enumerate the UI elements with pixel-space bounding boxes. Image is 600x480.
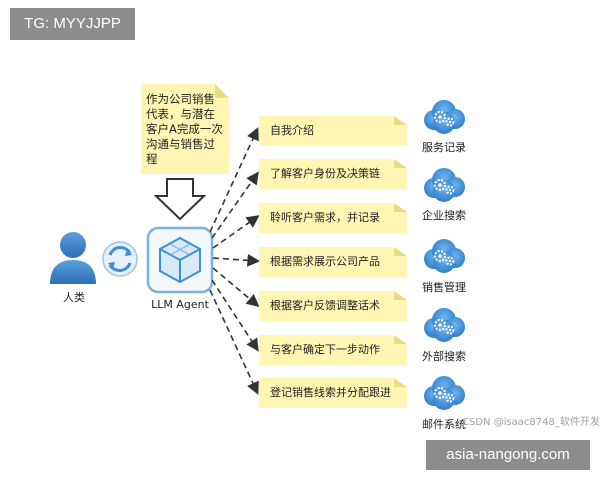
task-box-fold bbox=[394, 159, 407, 168]
cloud-gear-icon bbox=[424, 168, 465, 202]
arrow-to-task-3 bbox=[212, 215, 260, 249]
human-label: 人类 bbox=[63, 291, 85, 304]
tg-badge: TG: MYYJJPP bbox=[10, 8, 135, 40]
task-box bbox=[259, 291, 407, 321]
service-label: 企业搜索 bbox=[422, 209, 466, 222]
watermark: CSDN @isaac8748_软件开发 bbox=[462, 417, 600, 428]
sync-icon bbox=[102, 241, 138, 277]
arrow-to-task-7 bbox=[209, 289, 259, 395]
task-label: 根据需求展示公司产品 bbox=[270, 255, 380, 268]
task-label: 根据客户反馈调整话术 bbox=[270, 299, 380, 312]
task-box-fold bbox=[394, 335, 407, 344]
task-label: 自我介绍 bbox=[270, 124, 314, 137]
cloud-gear-icon bbox=[424, 100, 465, 134]
service-label: 外部搜索 bbox=[422, 350, 466, 363]
task-box bbox=[259, 203, 407, 233]
task-box-fold bbox=[394, 291, 407, 300]
task-box bbox=[259, 159, 407, 189]
person-icon bbox=[50, 232, 96, 284]
task-box bbox=[259, 247, 407, 277]
down-arrow bbox=[153, 178, 207, 221]
task-label: 了解客户身份及决策链 bbox=[270, 167, 380, 180]
task-label: 登记销售线索并分配跟进 bbox=[270, 386, 391, 399]
task-label: 与客户确定下一步动作 bbox=[270, 343, 380, 356]
dashed-arrows bbox=[209, 127, 261, 395]
task-box-fold bbox=[394, 247, 407, 256]
arrow-to-task-2 bbox=[211, 171, 259, 239]
service-label: 服务记录 bbox=[422, 141, 466, 154]
site-badge: asia-nangong.com bbox=[426, 440, 590, 470]
service-label: 邮件系统 bbox=[422, 418, 466, 431]
task-box-fold bbox=[394, 116, 407, 125]
arrow-to-task-1 bbox=[209, 127, 259, 233]
agent-label: LLM Agent bbox=[151, 298, 209, 311]
scenario-note bbox=[141, 84, 229, 174]
cloud-gear-icon bbox=[424, 239, 465, 273]
task-box bbox=[259, 116, 407, 146]
task-label: 聆听客户需求，并记录 bbox=[270, 211, 380, 224]
task-box-fold bbox=[394, 203, 407, 212]
scenario-note-text: 作为公司销售 代表，与潜在 客户A完成一次 沟通与销售过 程 bbox=[146, 92, 223, 166]
task-box bbox=[259, 378, 407, 408]
arrow-to-task-6 bbox=[211, 279, 259, 352]
llm-agent-icon bbox=[146, 226, 214, 294]
cloud-gear-icon bbox=[424, 376, 465, 410]
task-box bbox=[259, 335, 407, 365]
cloud-gear-icon bbox=[424, 308, 465, 342]
task-box-fold bbox=[394, 378, 407, 387]
arrow-to-task-4 bbox=[212, 253, 261, 267]
service-label: 销售管理 bbox=[422, 281, 466, 294]
